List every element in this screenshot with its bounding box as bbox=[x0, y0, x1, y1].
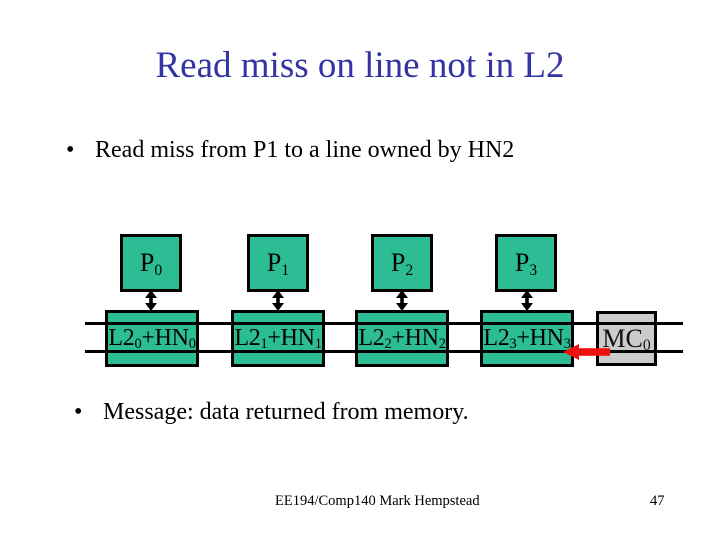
cache-home-node-label: L21+HN1 bbox=[234, 325, 322, 353]
cache-home-node-label: L23+HN3 bbox=[483, 325, 571, 353]
bidirectional-arrow-icon bbox=[521, 290, 533, 311]
processor-label: P0 bbox=[139, 248, 163, 279]
memory-controller-label: MC0 bbox=[602, 323, 651, 355]
cache-home-node-box-0: L20+HN0 bbox=[105, 310, 199, 367]
bullet-marker: • bbox=[66, 137, 75, 163]
bullet-item-2: • Message: data returned from memory. bbox=[74, 399, 469, 426]
bidirectional-arrow-icon bbox=[145, 290, 157, 311]
processor-box-p2: P2 bbox=[371, 234, 433, 292]
processor-box-p3: P3 bbox=[495, 234, 557, 292]
slide-title: Read miss on line not in L2 bbox=[155, 45, 565, 86]
processor-label: P3 bbox=[514, 248, 538, 279]
processor-label: P1 bbox=[266, 248, 290, 279]
bus-line-bottom bbox=[85, 350, 683, 353]
bus-line-top bbox=[85, 322, 683, 325]
processor-box-p1: P1 bbox=[247, 234, 309, 292]
footer-page-number: 47 bbox=[650, 493, 665, 509]
bullet-text: Message: data returned from memory. bbox=[103, 399, 469, 425]
footer-course-text: EE194/Comp140 Mark Hempstead bbox=[275, 493, 480, 509]
bullet-item-1: • Read miss from P1 to a line owned by H… bbox=[66, 137, 514, 164]
processor-label: P2 bbox=[390, 248, 414, 279]
cache-home-node-box-1: L21+HN1 bbox=[231, 310, 325, 367]
processor-box-p0: P0 bbox=[120, 234, 182, 292]
bidirectional-arrow-icon bbox=[272, 290, 284, 311]
bullet-text: Read miss from P1 to a line owned by HN2 bbox=[95, 137, 515, 163]
cache-home-node-label: L22+HN2 bbox=[358, 325, 446, 353]
cache-home-node-box-2: L22+HN2 bbox=[355, 310, 449, 367]
bidirectional-arrow-icon bbox=[396, 290, 408, 311]
memory-response-arrow-icon bbox=[563, 344, 610, 360]
memory-controller-box: MC0 bbox=[596, 311, 657, 366]
cache-home-node-box-3: L23+HN3 bbox=[480, 310, 574, 367]
bullet-marker: • bbox=[74, 399, 83, 425]
cache-home-node-label: L20+HN0 bbox=[108, 325, 196, 353]
